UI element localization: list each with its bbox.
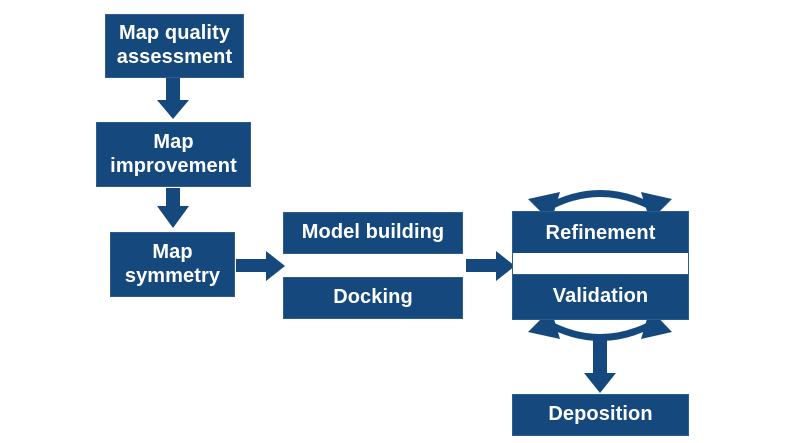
refinement-validation-separator: [512, 253, 689, 278]
node-docking[interactable]: Docking: [283, 277, 463, 319]
node-map-improvement[interactable]: Map improvement: [96, 122, 251, 187]
node-refinement[interactable]: Refinement: [512, 211, 689, 257]
arrow-symmetry-to-building: [236, 251, 285, 281]
node-deposition[interactable]: Deposition: [512, 394, 689, 436]
node-map-quality-assessment[interactable]: Map quality assessment: [105, 14, 244, 78]
arrow-cycle-to-deposition: [584, 337, 616, 393]
node-map-symmetry[interactable]: Map symmetry: [110, 232, 235, 297]
arrow-building-to-refinement: [466, 251, 515, 281]
arrow-improvement-to-symmetry: [157, 188, 189, 228]
arrow-quality-to-improvement: [157, 78, 189, 119]
node-validation[interactable]: Validation: [512, 274, 689, 320]
node-model-building[interactable]: Model building: [283, 212, 463, 254]
